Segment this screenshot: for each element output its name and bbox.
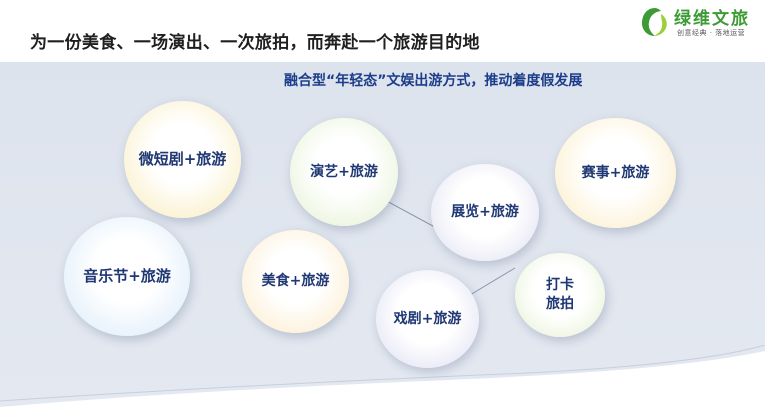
- bottom-wave-decoration: [0, 345, 765, 418]
- bubble-label: 戏剧+旅游: [393, 310, 462, 327]
- brand-logo: 绿维文旅 创意经典 · 落地运营: [640, 4, 758, 42]
- bubble-label: 赛事+旅游: [581, 164, 650, 181]
- bubble-food-tourism[interactable]: 美食+旅游: [242, 230, 349, 333]
- bubble-theater-tourism[interactable]: 戏剧+旅游: [376, 270, 479, 368]
- section-subheadline: 融合型“年轻态”文娱出游方式，推动着度假发展: [284, 73, 583, 89]
- bubble-label: 微短剧+旅游: [138, 150, 227, 169]
- page-headline: 为一份美食、一场演出、一次旅拍，而奔赴一个旅游目的地: [30, 33, 480, 53]
- bubble-label: 打卡旅拍: [546, 277, 574, 312]
- bubble-performance-tourism[interactable]: 演艺+旅游: [290, 118, 398, 226]
- logo-name: 绿维文旅: [674, 9, 750, 29]
- bubble-label: 美食+旅游: [261, 273, 330, 290]
- bubble-drama-short-tourism[interactable]: 微短剧+旅游: [124, 101, 241, 218]
- bubble-checkin-photo-trip[interactable]: 打卡旅拍: [515, 253, 605, 337]
- leaf-logo-icon: [642, 8, 667, 36]
- connector-line: [464, 267, 516, 299]
- bubble-exhibition-tourism[interactable]: 展览+旅游: [431, 164, 539, 261]
- logo-tagline: 创意经典 · 落地运营: [677, 29, 746, 37]
- bubble-label: 展览+旅游: [451, 204, 519, 221]
- bubble-music-festival-tourism[interactable]: 音乐节+旅游: [64, 217, 190, 336]
- bubble-event-tourism[interactable]: 赛事+旅游: [555, 118, 676, 228]
- bubble-label: 音乐节+旅游: [83, 267, 171, 286]
- bubble-label: 演艺+旅游: [310, 163, 378, 180]
